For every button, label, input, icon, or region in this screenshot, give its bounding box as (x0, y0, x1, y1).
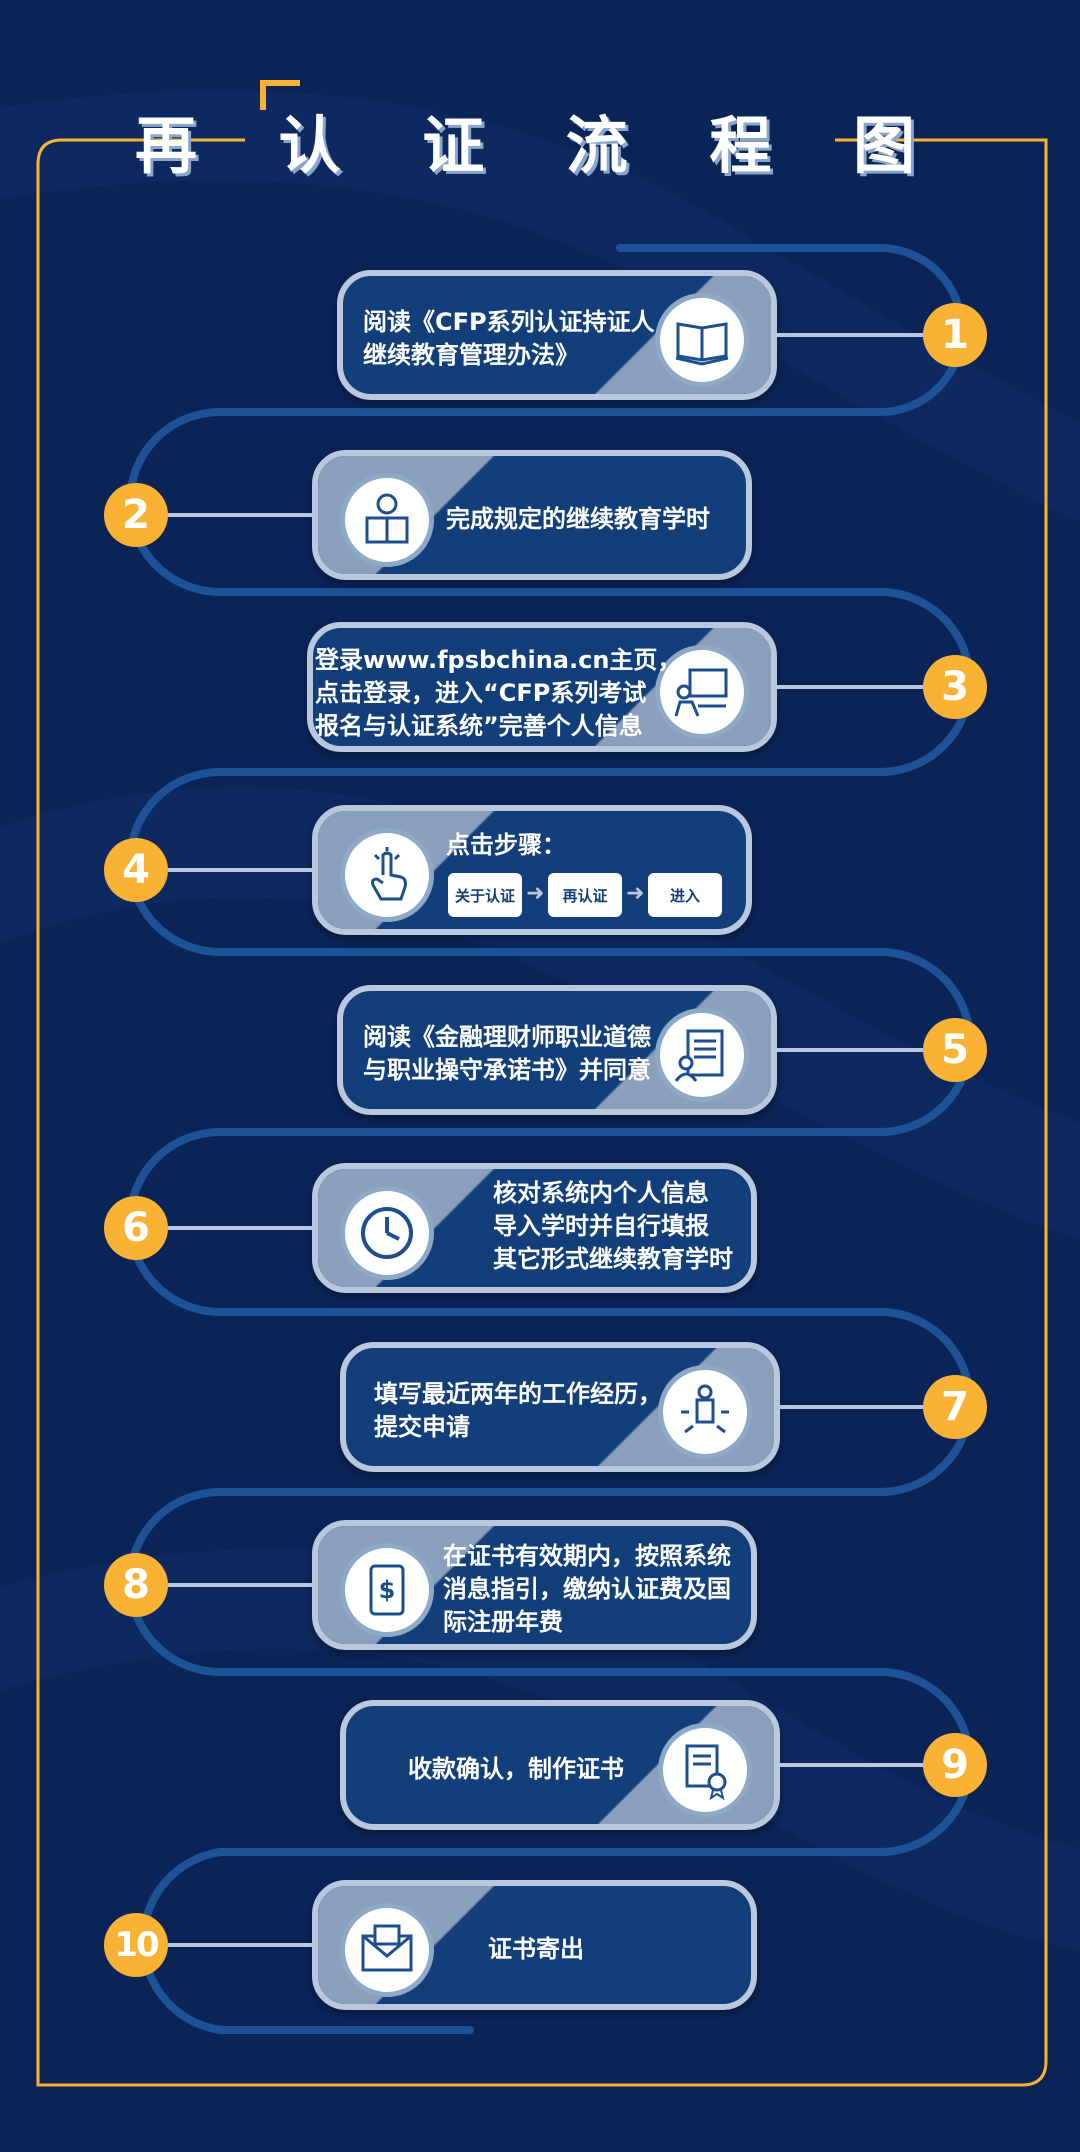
step-number-badge: 9 (923, 1733, 987, 1797)
step-text-line: 与职业操守承诺书》并同意 (363, 1056, 651, 1084)
step-text-line: 填写最近两年的工作经历， (374, 1380, 662, 1408)
step-connector (168, 513, 312, 517)
step-text: 点击步骤： (446, 829, 566, 862)
step-text-line: 证书寄出 (488, 1935, 584, 1963)
step-card-1: 阅读《CFP系列认证持证人继续教育管理办法》 (337, 270, 777, 400)
arrow-right-icon: ➜ (526, 881, 545, 906)
step-text-line: 登录www.fpsbchina.cn主页， (315, 646, 682, 674)
dollar-scroll-icon: $ (340, 1543, 434, 1637)
step-text: 核对系统内个人信息导入学时并自行填报其它形式继续教育学时 (493, 1177, 733, 1276)
step-text-line: 报名与认证系统”完善个人信息 (315, 712, 643, 740)
document-person-icon (655, 1008, 749, 1102)
svg-text:$: $ (379, 1576, 396, 1604)
step-number-badge: 8 (104, 1553, 168, 1617)
step-text: 收款确认，制作证书 (408, 1753, 624, 1786)
step-text-line: 导入学时并自行填报 (493, 1212, 709, 1240)
step-text-line: 核对系统内个人信息 (493, 1179, 709, 1207)
certificate-icon (658, 1723, 752, 1817)
pointing-hand-icon (340, 828, 434, 922)
step-connector (168, 1943, 312, 1947)
step-number-badge: 1 (923, 303, 987, 367)
step-number-badge: 3 (923, 655, 987, 719)
step-connector (777, 333, 923, 337)
step-text-line: 提交申请 (374, 1413, 470, 1441)
step-button-0[interactable]: 关于认证 (448, 873, 522, 917)
step-number-badge: 7 (923, 1375, 987, 1439)
book-icon (655, 293, 749, 387)
step-connector (168, 868, 312, 872)
step-card-10: 证书寄出 (312, 1880, 757, 2010)
step-card-8: $ 在证书有效期内，按照系统消息指引，缴纳认证费及国际注册年费 (312, 1520, 757, 1650)
step-text-line: 其它形式继续教育学时 (493, 1245, 733, 1273)
page-title: 再 认 证 流 程 图 (135, 109, 945, 182)
computer-user-icon (655, 645, 749, 739)
step-text: 阅读《CFP系列认证持证人继续教育管理办法》 (363, 306, 655, 372)
step-text: 在证书有效期内，按照系统消息指引，缴纳认证费及国际注册年费 (443, 1540, 731, 1639)
step-text-line: 收款确认，制作证书 (408, 1755, 624, 1783)
step-button-2[interactable]: 进入 (648, 873, 722, 917)
step-text-line: 继续教育管理办法》 (363, 341, 579, 369)
step-number-badge: 10 (104, 1913, 168, 1977)
reader-icon (340, 473, 434, 567)
step-button-1[interactable]: 再认证 (548, 873, 622, 917)
step-connector (777, 1048, 923, 1052)
step-text: 证书寄出 (488, 1933, 584, 1966)
clock-icon (340, 1186, 434, 1280)
step-text: 完成规定的继续教育学时 (446, 503, 710, 536)
step-connector (168, 1583, 312, 1587)
step-connector (780, 1405, 923, 1409)
step-connector (168, 1226, 312, 1230)
step-connector (780, 1763, 923, 1767)
step-card-9: 收款确认，制作证书 (340, 1700, 780, 1830)
step-text-line: 在证书有效期内，按照系统 (443, 1542, 731, 1570)
step-text: 阅读《金融理财师职业道德与职业操守承诺书》并同意 (363, 1021, 651, 1087)
step-text-line: 阅读《金融理财师职业道德 (363, 1023, 651, 1051)
step-number-badge: 6 (104, 1196, 168, 1260)
step-text-line: 消息指引，缴纳认证费及国 (443, 1575, 731, 1603)
step-number-badge: 2 (104, 483, 168, 547)
step-text-line: 点击步骤： (446, 831, 566, 859)
step-text-line: 际注册年费 (443, 1608, 563, 1636)
step-text-line: 点击登录，进入“CFP系列考试 (315, 679, 647, 707)
step-text: 登录www.fpsbchina.cn主页， 点击登录，进入“CFP系列考试报名与认… (315, 644, 681, 743)
step-number-badge: 4 (104, 838, 168, 902)
step-card-2: 完成规定的继续教育学时 (312, 450, 752, 580)
step-text: 填写最近两年的工作经历， 提交申请 (374, 1378, 662, 1444)
step-connector (777, 685, 923, 689)
envelope-icon (340, 1903, 434, 1997)
step-card-3: 登录www.fpsbchina.cn主页， 点击登录，进入“CFP系列考试报名与认… (307, 622, 777, 752)
arrow-right-icon: ➜ (626, 881, 645, 906)
step-card-7: 填写最近两年的工作经历， 提交申请 (340, 1342, 780, 1472)
step-number-badge: 5 (923, 1018, 987, 1082)
businessman-icon (658, 1365, 752, 1459)
step-card-5: 阅读《金融理财师职业道德与职业操守承诺书》并同意 (337, 985, 777, 1115)
step-card-6: 核对系统内个人信息导入学时并自行填报其它形式继续教育学时 (312, 1163, 757, 1293)
step-card-4: 点击步骤：关于认证➜再认证➜进入 (312, 805, 752, 935)
step-text-line: 阅读《CFP系列认证持证人 (363, 308, 655, 336)
step-text-line: 完成规定的继续教育学时 (446, 505, 710, 533)
